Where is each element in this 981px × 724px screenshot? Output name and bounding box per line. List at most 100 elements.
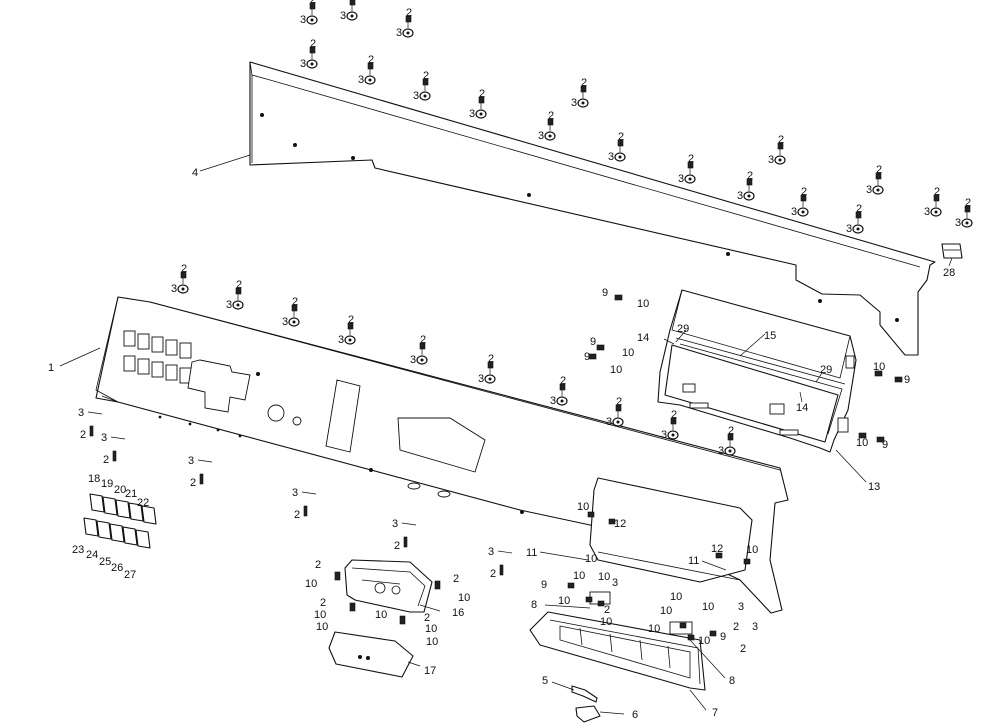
callout-10: 10	[610, 364, 622, 376]
callout-9: 9	[602, 287, 608, 299]
callout-10: 10	[600, 616, 612, 628]
callout-3: 3	[768, 154, 774, 166]
callout-10: 10	[702, 601, 714, 613]
callout-2: 2	[394, 540, 400, 552]
bolt	[112, 450, 117, 462]
callout-10: 10	[585, 553, 597, 565]
callout-9: 9	[584, 351, 590, 363]
callout-2: 2	[80, 429, 86, 441]
bolt	[800, 194, 807, 202]
glove-box	[657, 289, 857, 453]
callout-2: 2	[876, 164, 882, 176]
callout-2: 2	[103, 454, 109, 466]
callout-2: 2	[560, 375, 566, 387]
bolt	[875, 172, 882, 180]
callout-2: 2	[618, 131, 624, 143]
callout-2: 2	[310, 0, 316, 6]
callout-2: 2	[740, 643, 746, 655]
main-dash-panel	[95, 296, 789, 614]
callout-26: 26	[111, 562, 123, 574]
callout-5: 5	[542, 675, 548, 687]
callout-27: 27	[124, 569, 136, 581]
callout-3: 3	[340, 10, 346, 22]
callout-28: 28	[943, 267, 955, 279]
bolt	[399, 615, 406, 625]
bolt	[746, 178, 753, 186]
callout-9: 9	[720, 631, 726, 643]
callout-3: 3	[101, 432, 107, 444]
callout-10: 10	[375, 609, 387, 621]
callout-2: 2	[728, 425, 734, 437]
callout-10: 10	[873, 361, 885, 373]
callout-3: 3	[752, 621, 758, 633]
callout-2: 2	[350, 0, 356, 2]
callout-10: 10	[746, 544, 758, 556]
callout-2: 2	[604, 604, 610, 616]
bolt	[347, 322, 354, 330]
callout-8: 8	[729, 675, 735, 687]
callout-3: 3	[738, 601, 744, 613]
callout-10: 10	[314, 609, 326, 621]
callout-3: 3	[608, 151, 614, 163]
bolt	[608, 518, 616, 525]
callout-2: 2	[181, 263, 187, 275]
callout-3: 3	[338, 334, 344, 346]
callout-10: 10	[577, 501, 589, 513]
callout-3: 3	[300, 58, 306, 70]
callout-3: 3	[226, 299, 232, 311]
bolt	[478, 96, 485, 104]
callout-2: 2	[420, 334, 426, 346]
callout-2: 2	[479, 88, 485, 100]
bolt	[422, 78, 429, 86]
callout-17: 17	[424, 665, 436, 677]
bolt	[964, 205, 971, 213]
callout-10: 10	[458, 592, 470, 604]
bolt	[894, 376, 903, 383]
callout-12: 12	[614, 518, 626, 530]
callout-14: 14	[796, 402, 808, 414]
bolt	[349, 602, 356, 612]
lower-tray	[529, 591, 706, 691]
callout-10: 10	[637, 298, 649, 310]
bolt	[874, 370, 883, 377]
callout-6: 6	[632, 709, 638, 721]
callout-2: 2	[671, 409, 677, 421]
bolt	[559, 383, 566, 391]
callout-2: 2	[453, 573, 459, 585]
bolt	[670, 417, 677, 425]
callout-3: 3	[171, 283, 177, 295]
callout-10: 10	[598, 571, 610, 583]
callout-11: 11	[688, 555, 699, 567]
bolt	[617, 139, 624, 147]
callout-3: 3	[866, 184, 872, 196]
callout-4: 4	[192, 167, 198, 179]
bolt	[727, 433, 734, 441]
callout-3: 3	[846, 223, 852, 235]
bolt	[580, 85, 587, 93]
callout-1: 1	[48, 362, 54, 374]
bolt	[615, 404, 622, 412]
callout-2: 2	[688, 153, 694, 165]
callout-24: 24	[86, 549, 98, 561]
callout-2: 2	[778, 134, 784, 146]
bolt	[687, 161, 694, 169]
rear-panel	[249, 61, 936, 356]
callout-10: 10	[573, 570, 585, 582]
callout-25: 25	[99, 556, 111, 568]
callout-2: 2	[581, 77, 587, 89]
rocker-switches	[83, 493, 157, 549]
bolt	[303, 505, 308, 517]
leader-lines	[59, 154, 953, 715]
callout-8: 8	[531, 599, 537, 611]
bolt	[679, 622, 687, 629]
callout-10: 10	[670, 591, 682, 603]
callout-10: 10	[856, 437, 868, 449]
callout-3: 3	[678, 173, 684, 185]
callout-3: 3	[478, 373, 484, 385]
callout-2: 2	[747, 170, 753, 182]
callout-3: 3	[292, 487, 298, 499]
callout-2: 2	[315, 559, 321, 571]
callout-3: 3	[924, 206, 930, 218]
callout-2: 2	[488, 353, 494, 365]
callout-3: 3	[661, 429, 667, 441]
